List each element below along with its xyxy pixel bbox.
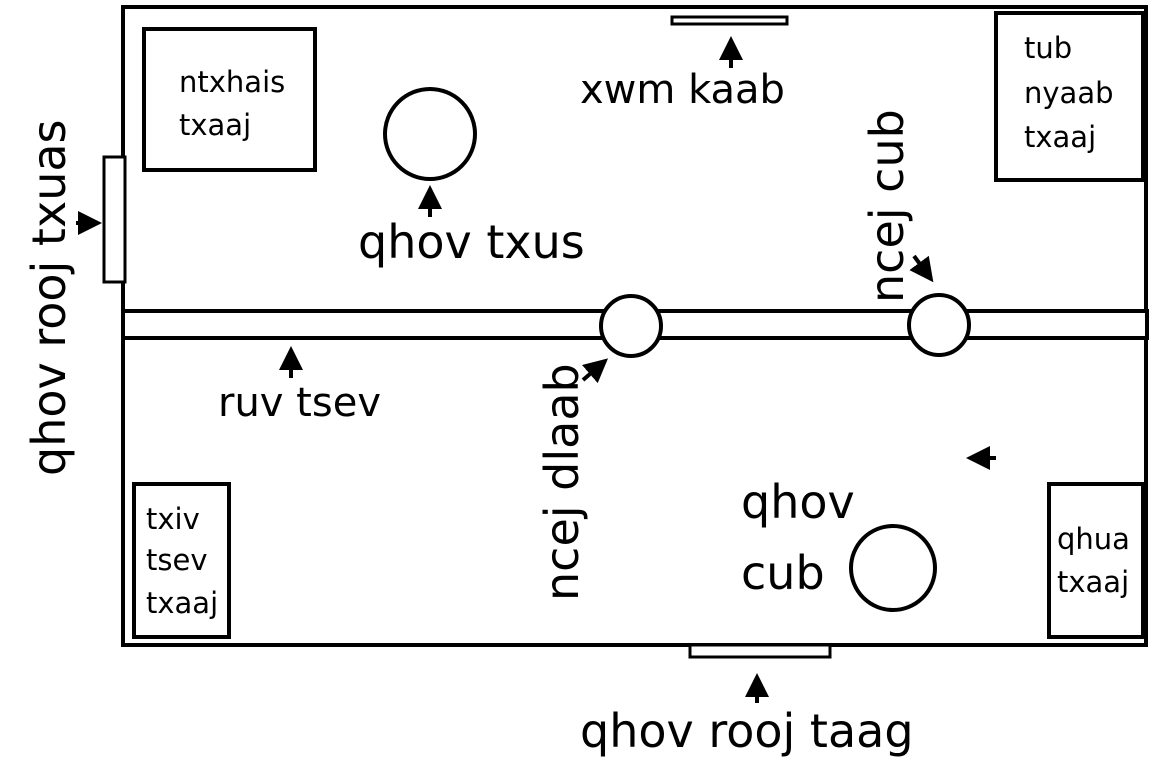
shelf-label: ruv tsev	[218, 380, 381, 426]
cold-tap-label: ncej dlaab	[535, 363, 589, 601]
hot-tap-circle	[907, 293, 971, 357]
table-bottom-right-box	[1047, 482, 1145, 639]
sink-circle	[383, 87, 477, 181]
cold-tap-arrow	[581, 358, 609, 384]
hot-tap-label: ncej cub	[860, 109, 914, 303]
table-top-right-line2: nyaab	[1024, 76, 1114, 110]
front-door-mark	[688, 643, 832, 659]
table-bottom-left-line1: txiv	[146, 502, 200, 536]
table-bottom-left-line3: txaaj	[146, 586, 218, 620]
window-mark	[670, 15, 789, 26]
table-top-left-line2: txaaj	[179, 108, 251, 142]
table-bottom-left-box	[132, 482, 231, 639]
table-top-right-box	[994, 11, 1145, 182]
front-door-label: qhov rooj taag	[580, 704, 914, 758]
side-door-mark	[102, 155, 127, 284]
table-bottom-left-line2: tsev	[146, 543, 207, 577]
side-door-label: qhov rooj txuas	[22, 120, 76, 477]
hot-tap-arrow	[909, 254, 934, 283]
stove-label-line2: cub	[741, 546, 825, 600]
table-bottom-right-line2: txaaj	[1057, 565, 1129, 599]
stove-circle	[849, 524, 937, 612]
cold-tap-circle	[599, 294, 663, 358]
sink-label: qhov txus	[358, 215, 585, 269]
window-label: xwm kaab	[580, 67, 785, 113]
table-top-left-box	[142, 27, 317, 172]
table-top-right-line3: txaaj	[1024, 120, 1096, 154]
table-top-right-line1: tub	[1024, 31, 1072, 65]
stove-label-line1: qhov	[741, 475, 855, 529]
table-top-left-line1: ntxhais	[179, 65, 285, 99]
table-bottom-right-line1: qhua	[1057, 522, 1130, 556]
